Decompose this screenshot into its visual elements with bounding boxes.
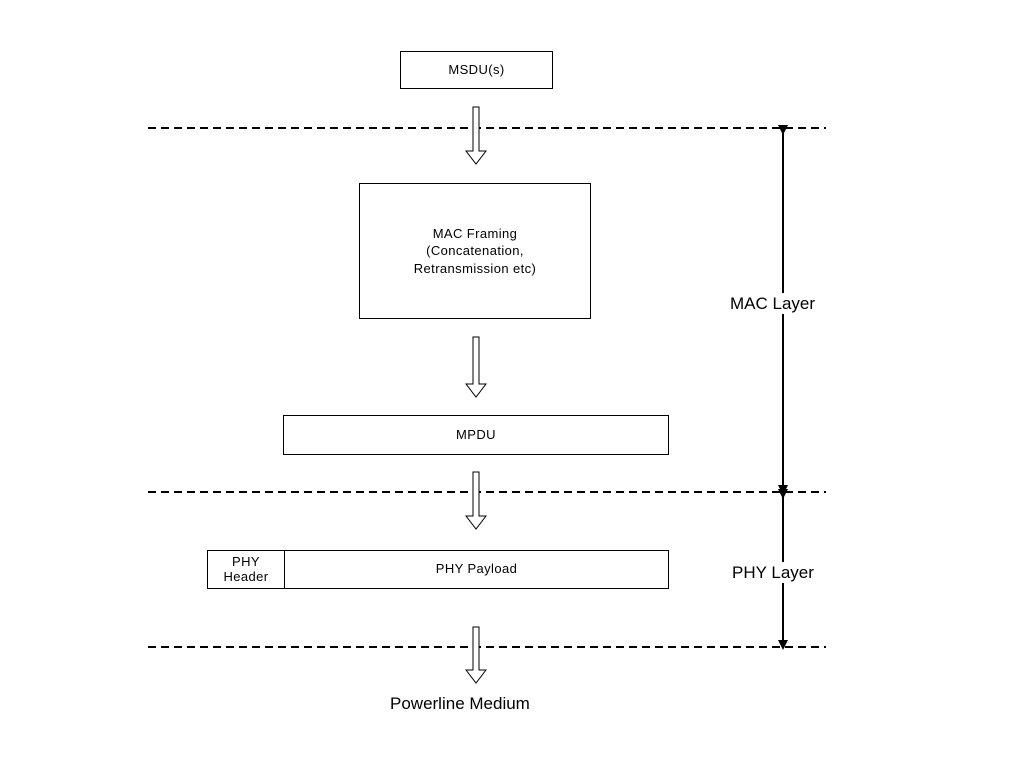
msdu-label: MSDU(s) xyxy=(448,62,505,78)
mac-framing-box: MAC Framing (Concatenation, Retransmissi… xyxy=(359,183,591,319)
phy-layer-label: PHY Layer xyxy=(732,562,814,583)
arrow-msdu-to-framing xyxy=(464,106,488,165)
msdu-box: MSDU(s) xyxy=(400,51,553,89)
mpdu-box: MPDU xyxy=(283,415,669,455)
powerline-medium-label: Powerline Medium xyxy=(390,694,530,713)
phy-payload-box: PHY Payload xyxy=(284,550,669,589)
mac-framing-label: MAC Framing (Concatenation, Retransmissi… xyxy=(413,225,537,276)
arrow-mpdu-to-phy xyxy=(464,471,488,530)
arrow-framing-to-mpdu xyxy=(464,336,488,398)
mpdu-label: MPDU xyxy=(456,427,496,443)
phy-header-label: PHY Header xyxy=(223,554,269,584)
phy-payload-label: PHY Payload xyxy=(435,561,518,576)
phy-header-box: PHY Header xyxy=(207,550,285,589)
arrow-phy-to-medium xyxy=(464,626,488,684)
mac-layer-label: MAC Layer xyxy=(730,293,816,314)
